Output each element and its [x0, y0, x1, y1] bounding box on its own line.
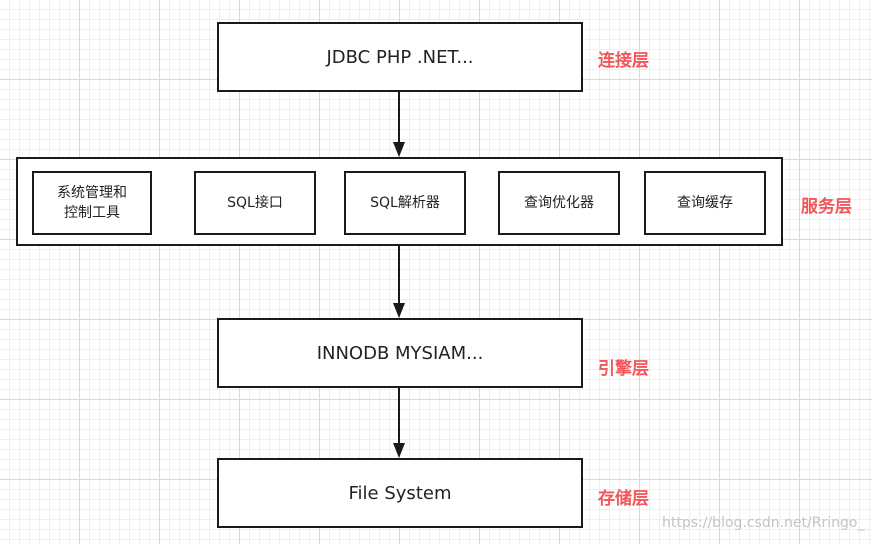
engine-layer-box: INNODB MYSIAM...	[217, 318, 583, 388]
arrow-service-to-engine	[393, 246, 405, 318]
engine-layer-label: 引擎层	[598, 359, 649, 379]
module-system-management: 系统管理和 控制工具	[32, 171, 152, 235]
service-layer-label: 服务层	[801, 197, 852, 217]
connection-layer-label: 连接层	[598, 51, 649, 71]
arrow-engine-to-storage	[393, 388, 405, 458]
watermark-url: https://blog.csdn.net/Rringo_	[662, 515, 865, 531]
engine-layer-text: INNODB MYSIAM...	[316, 342, 484, 364]
service-layer-box: 系统管理和 控制工具 SQL接口 SQL解析器 查询优化器 查询缓存	[16, 157, 783, 246]
connection-layer-text: JDBC PHP .NET...	[326, 46, 474, 68]
module-sql-parser: SQL解析器	[344, 171, 466, 235]
storage-layer-label: 存储层	[598, 489, 649, 509]
arrow-connection-to-service	[393, 92, 405, 157]
module-sql-interface: SQL接口	[194, 171, 316, 235]
storage-layer-box: File System	[217, 458, 583, 528]
storage-layer-text: File System	[348, 482, 452, 504]
module-query-optimizer: 查询优化器	[498, 171, 620, 235]
module-query-cache: 查询缓存	[644, 171, 766, 235]
connection-layer-box: JDBC PHP .NET...	[217, 22, 583, 92]
